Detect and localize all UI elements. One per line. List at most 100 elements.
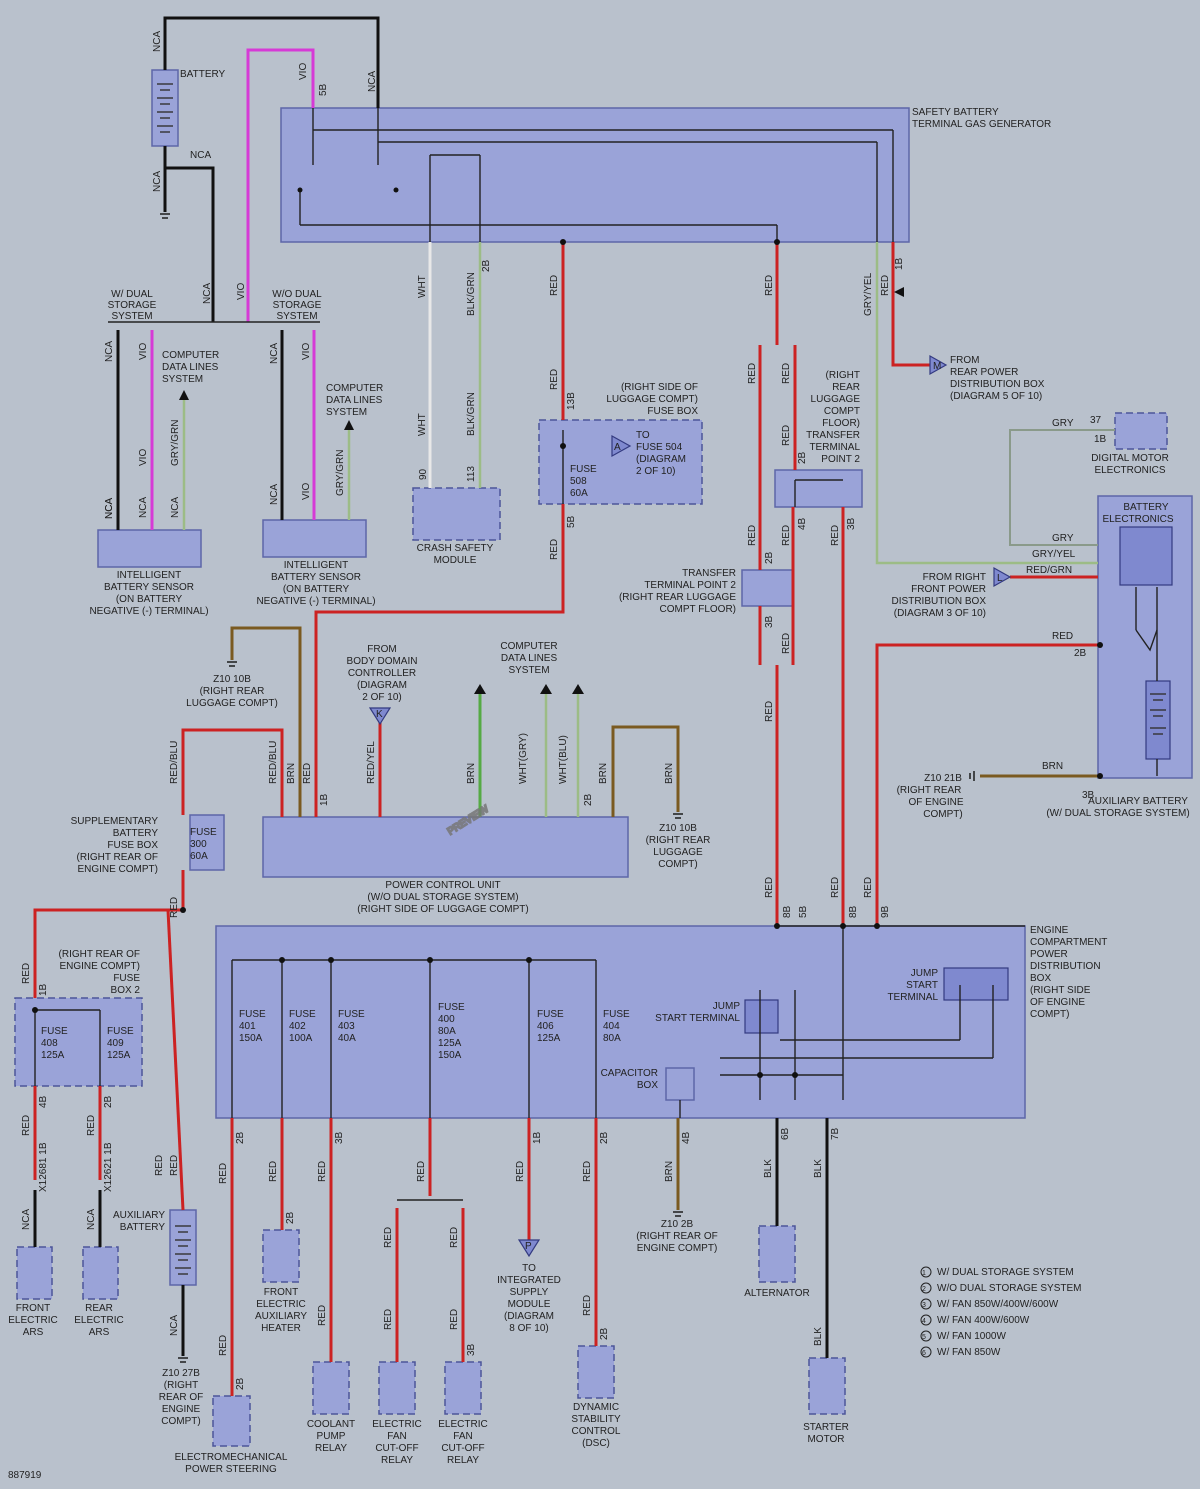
svg-text:NCA: NCA — [367, 71, 378, 92]
svg-text:RED: RED — [383, 1227, 394, 1248]
svg-text:RED: RED — [549, 275, 560, 296]
ecpdb-3: POWER — [1030, 949, 1068, 960]
to-fuse504-2: FUSE 504 — [636, 442, 683, 453]
svg-text:3B: 3B — [466, 1343, 477, 1356]
dme-label-2: ELECTRONICS — [1094, 465, 1165, 476]
fuse401-3: 150A — [239, 1033, 263, 1044]
wire-redblu-supp — [181, 728, 284, 817]
ibs1-label-3: (ON BATTERY — [116, 594, 183, 605]
front-ears-3: ARS — [23, 1327, 44, 1338]
battery-cells-icon — [157, 83, 173, 133]
internal-wiring — [34, 108, 1158, 1118]
fusebox2-2: ENGINE COMPT) — [59, 961, 140, 972]
cdls-left-1: COMPUTER — [162, 350, 219, 361]
z10-10b-b-2: (RIGHT REAR — [646, 835, 711, 846]
ism-4: MODULE — [508, 1299, 551, 1310]
dsc-box — [577, 1345, 615, 1399]
cpr-2: PUMP — [317, 1431, 346, 1442]
svg-text:NCA: NCA — [202, 283, 213, 304]
ibs1-label-2: BATTERY SENSOR — [104, 582, 194, 593]
fusebox2-3: FUSE — [113, 973, 140, 984]
feah-box — [262, 1229, 300, 1283]
ecpdb-1: ENGINE — [1030, 925, 1069, 936]
fuse406-1: FUSE — [537, 1009, 564, 1020]
aux-battery-right-cells-icon — [1150, 693, 1166, 735]
svg-text:2B: 2B — [599, 1131, 610, 1144]
tp2-upper-2: REAR — [832, 382, 860, 393]
fuse400-4: 125A — [438, 1038, 462, 1049]
svg-text:RED: RED — [515, 1161, 526, 1182]
jump-start-terminal-inner — [943, 967, 1009, 1001]
efr1-3: CUT-OFF — [375, 1443, 418, 1454]
svg-text:VIO: VIO — [236, 283, 247, 300]
dme-box — [1114, 412, 1168, 450]
jst-r-1: JUMP — [911, 968, 939, 979]
svg-text:2B: 2B — [797, 451, 808, 464]
fuse404-3: 80A — [603, 1033, 621, 1044]
cdls-mid-3: SYSTEM — [326, 407, 367, 418]
from-front-pdb-2: FRONT POWER — [911, 584, 986, 595]
fuse409-1: FUSE — [107, 1026, 134, 1037]
fusebox-rear-2: LUGGAGE COMPT) — [606, 394, 698, 405]
starter-box — [808, 1357, 846, 1415]
from-rear-pdb-1: FROM — [950, 355, 979, 366]
fuse402-2: 402 — [289, 1021, 306, 1032]
from-rear-pdb-3: DISTRIBUTION BOX — [950, 379, 1045, 390]
svg-text:1B: 1B — [38, 983, 49, 996]
svg-text:5: 5 — [922, 1334, 926, 1341]
svg-text:GRY/GRN: GRY/GRN — [170, 420, 181, 467]
dsc-3: CONTROL — [572, 1426, 621, 1437]
engine-compartment-pdb-box — [215, 925, 1026, 1119]
svg-text:RED: RED — [383, 1309, 394, 1330]
fuse402-1: FUSE — [289, 1009, 316, 1020]
svg-text:4: 4 — [922, 1318, 926, 1325]
pcu-label-2: (W/O DUAL STORAGE SYSTEM) — [367, 892, 518, 903]
from-bdc-3: CONTROLLER — [348, 668, 416, 679]
svg-text:RED: RED — [416, 1161, 427, 1182]
svg-text:RED: RED — [268, 1161, 279, 1182]
svg-text:RED: RED — [747, 363, 758, 384]
to-fuse504-4: 2 OF 10) — [636, 466, 675, 477]
svg-text:90: 90 — [418, 468, 429, 480]
capacitor-box — [665, 1067, 695, 1101]
svg-text:2B: 2B — [103, 1095, 114, 1108]
feah-3: AUXILIARY — [255, 1311, 307, 1322]
fusebox-rear-1: (RIGHT SIDE OF — [621, 382, 698, 393]
fuse406-2: 406 — [537, 1021, 554, 1032]
svg-text:BRN: BRN — [664, 1161, 675, 1182]
svg-text:2B: 2B — [764, 551, 775, 564]
efr1-box — [378, 1361, 416, 1415]
svg-text:NCA: NCA — [21, 1209, 32, 1230]
eps-1: ELECTROMECHANICAL — [175, 1452, 288, 1463]
svg-text:1B: 1B — [319, 793, 330, 806]
svg-text:3B: 3B — [846, 517, 857, 530]
svg-text:RED: RED — [830, 525, 841, 546]
capacitor-1: CAPACITOR — [601, 1068, 658, 1079]
front-ears-1: FRONT — [16, 1303, 50, 1314]
wire-red-fusebox2 — [33, 870, 185, 998]
battery-label: BATTERY — [180, 69, 226, 80]
connector-p-label: P — [525, 1241, 532, 1252]
wire-vio-top — [246, 48, 315, 322]
svg-text:RED/GRN: RED/GRN — [1026, 565, 1072, 576]
z10-10b-a-1: Z10 10B — [213, 674, 251, 685]
dsc-1: DYNAMIC — [573, 1402, 619, 1413]
svg-text:RED: RED — [86, 1115, 97, 1136]
fusebox2-4: BOX 2 — [111, 985, 141, 996]
fuse403-3: 40A — [338, 1033, 356, 1044]
fuse403-2: 403 — [338, 1021, 355, 1032]
crash-safety-module-box — [412, 487, 501, 541]
ecpdb-5: BOX — [1030, 973, 1051, 984]
dsc-2: STABILITY — [571, 1414, 621, 1425]
sbt-label-2: TERMINAL GAS GENERATOR — [912, 119, 1051, 130]
legend-item-5: W/ FAN 1000W — [937, 1331, 1006, 1342]
safety-battery-terminal-box — [280, 107, 910, 243]
efr2-4: RELAY — [447, 1455, 479, 1466]
wire-nca-battery-top — [163, 16, 380, 108]
svg-text:RED: RED — [582, 1295, 593, 1316]
cpr-1: COOLANT — [307, 1419, 355, 1430]
connector-l-label: L — [997, 573, 1003, 584]
svg-text:2B: 2B — [481, 259, 492, 272]
svg-text:RED: RED — [781, 525, 792, 546]
svg-text:RED: RED — [169, 1155, 180, 1176]
